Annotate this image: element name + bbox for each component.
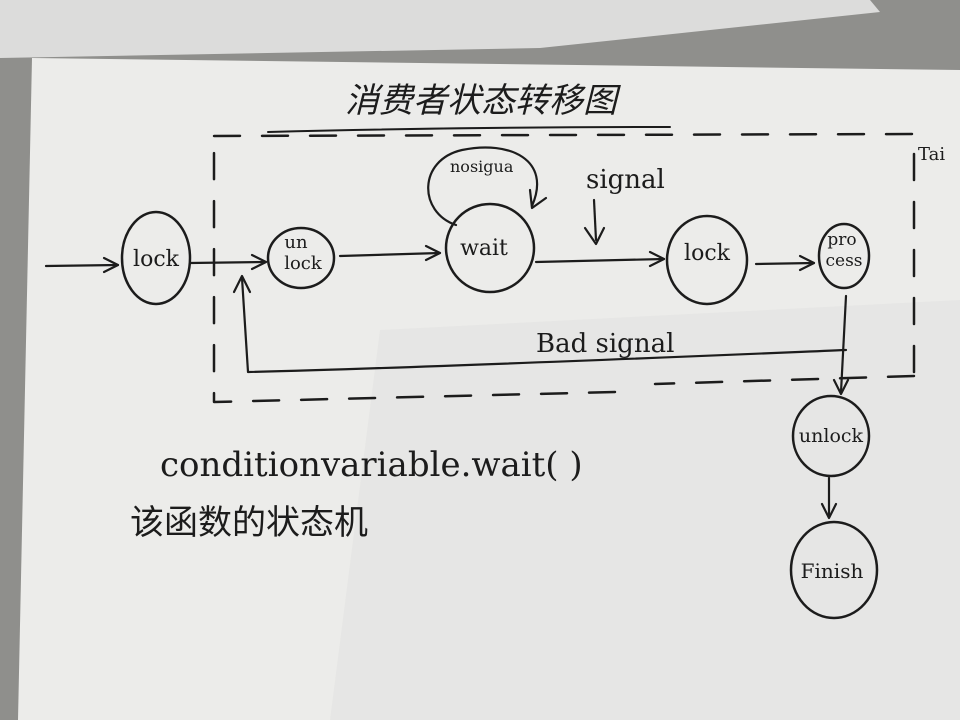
title-underline [267, 126, 671, 133]
state-process: pro cess [817, 222, 871, 290]
svg-text:lock: lock [684, 241, 731, 266]
arrow-lock-to-unlock [188, 253, 268, 271]
state-wait: wait [444, 202, 536, 294]
label-signal: signal [586, 165, 665, 195]
svg-text:pro: pro [827, 230, 856, 250]
svg-text:lock: lock [133, 247, 180, 272]
label-nosignal: nosigua [450, 157, 514, 176]
dashed-boundary [212, 132, 916, 404]
arrow-bad-signal [232, 274, 848, 374]
svg-text:unlock: unlock [799, 425, 864, 447]
state-unlock: un lock [266, 226, 336, 290]
state-lock-start: lock [120, 210, 192, 306]
loop-nosignal [427, 146, 548, 227]
svg-text:un: un [284, 232, 308, 253]
state-finish: Finish [789, 520, 879, 620]
corner-label: Tai [918, 144, 945, 165]
arrow-lock-to-process [754, 254, 816, 272]
arrow-entry [44, 256, 120, 274]
back-paper [0, 0, 880, 58]
arrow-wait-to-lock [534, 250, 666, 268]
svg-text:lock: lock [284, 253, 323, 274]
state-unlock-final: unlock [791, 394, 871, 478]
state-lock-second: lock [665, 214, 749, 306]
arrow-process-to-unlock [832, 294, 850, 396]
diagram-title: 消费者状态转移图 [345, 81, 621, 121]
caption-function: conditionvariable.wait( ) [160, 445, 583, 485]
arrow-signal [583, 198, 606, 246]
svg-text:Finish: Finish [801, 559, 864, 583]
arrow-unlock-to-finish [820, 476, 838, 520]
caption-description: 该函数的状态机 [130, 503, 368, 543]
label-bad-signal: Bad signal [536, 329, 674, 359]
svg-text:cess: cess [825, 251, 862, 271]
svg-text:wait: wait [460, 236, 508, 261]
arrow-unlock-to-wait [338, 244, 442, 262]
paper-shadow [330, 300, 960, 720]
